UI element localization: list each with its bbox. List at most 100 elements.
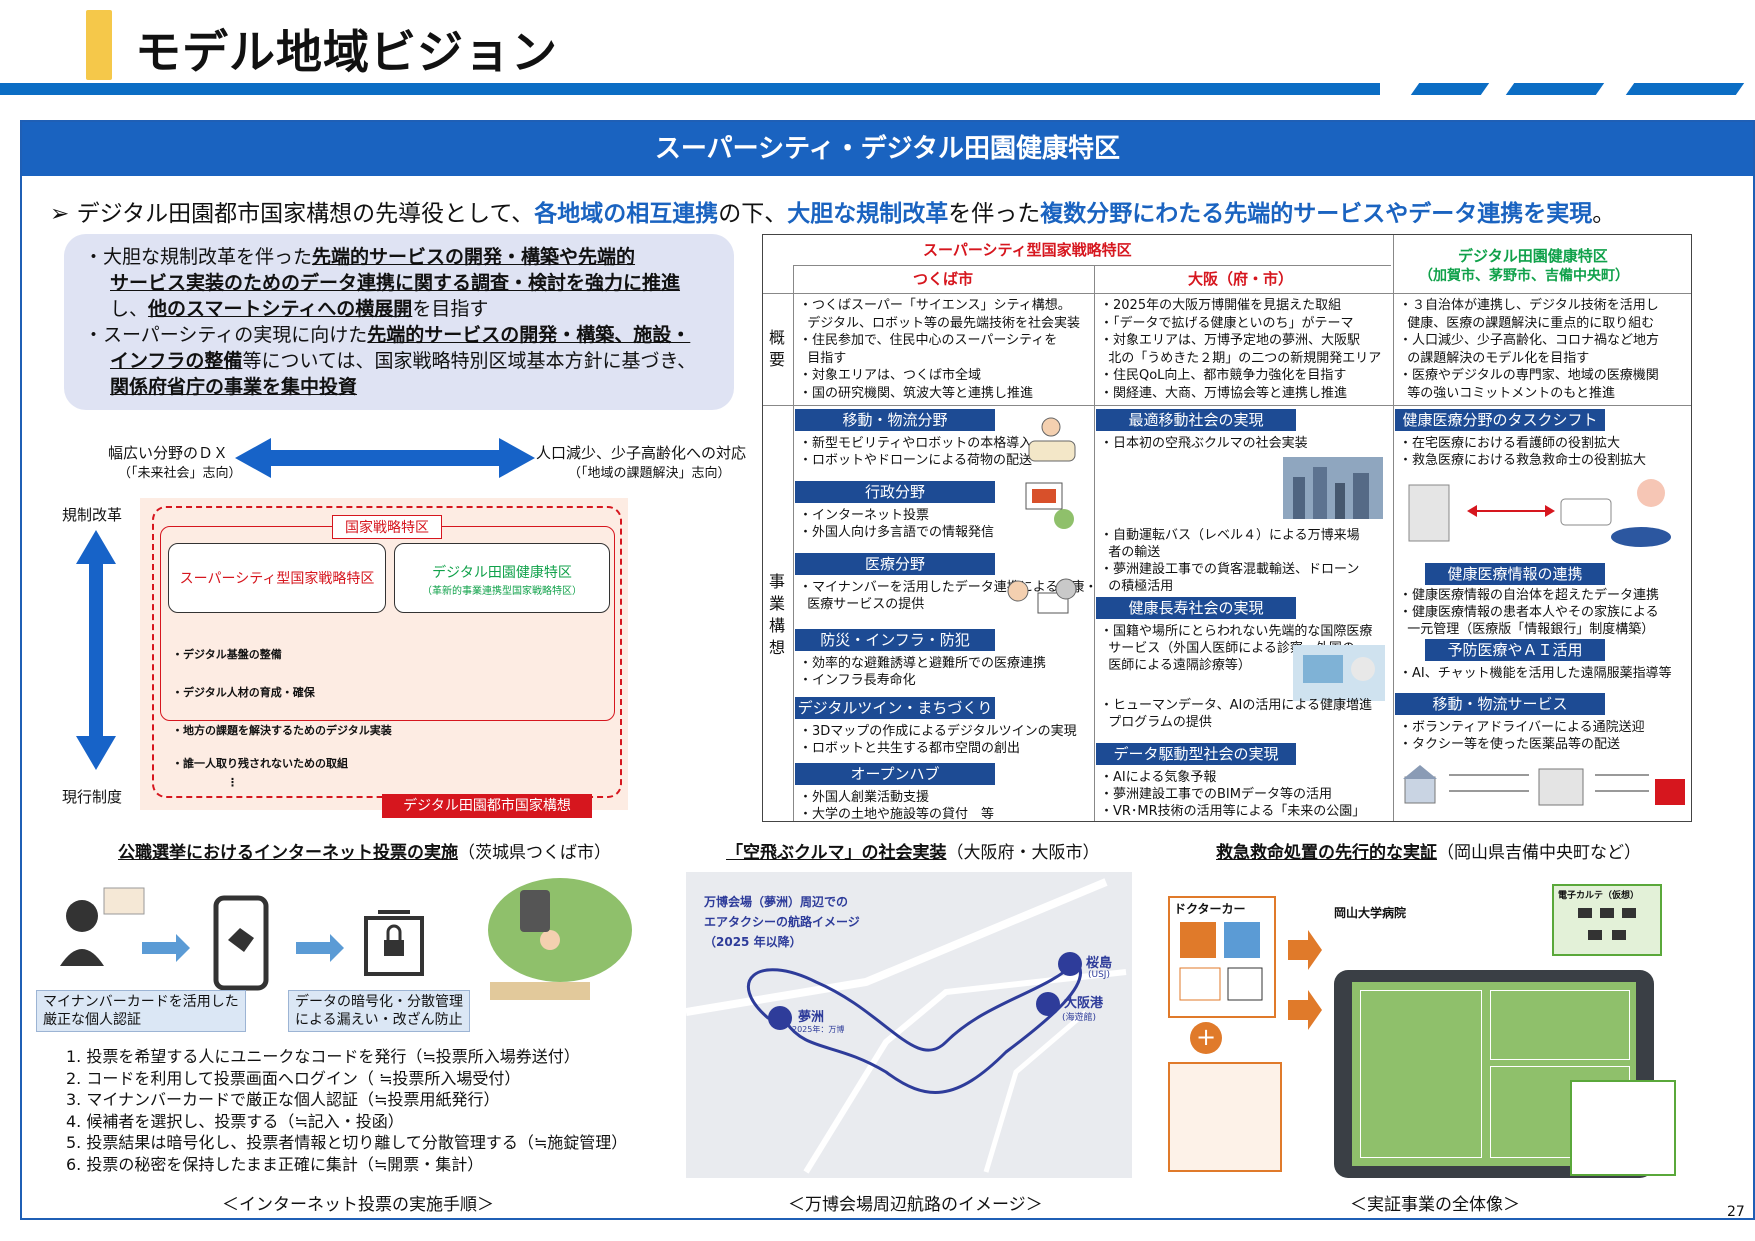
- tsukuba-section-title: 行政分野: [795, 481, 995, 503]
- telemedicine-icon: [1007, 578, 1077, 614]
- person-icon: [60, 900, 104, 966]
- logistics-illustration: [1403, 765, 1685, 806]
- col-divider: [793, 265, 794, 821]
- tsukuba-section-body: ・3Dマップの作成によるデジタルツインの実現 ・ロボットと共生する都市空間の創出: [799, 724, 1077, 756]
- emergency-title: 救急救命処置の先行的な実証（岡山県吉備中央町など）: [1216, 838, 1641, 863]
- my-number-card-icon: [103, 887, 145, 915]
- mobility-robot-icon: [1028, 417, 1076, 462]
- digital-health-label: デジタル田園健康特区: [432, 565, 572, 581]
- lead-bullet: ➢: [50, 201, 70, 227]
- lead-sentence: ➢ デジタル田園都市国家構想の先導役として、各地域の相互連携の下、大胆な規制改革…: [50, 194, 1615, 228]
- summary-emph: サービス実装のためのデータ連携に関する調査・検討を強力に推進: [110, 272, 681, 294]
- emergency-title-loc: （岡山県吉備中央町など）: [1437, 843, 1641, 863]
- summary-text: ・スーパーシティの実現に向けた: [84, 324, 368, 346]
- voting-title: 公職選挙におけるインターネット投票の実施（茨城県つくば市）: [118, 838, 611, 863]
- osaka-section-title: 最適移動社会の実現: [1096, 409, 1296, 431]
- page-title: モデル地域ビジョン: [135, 25, 558, 79]
- project-row-label: 事 業 構 想: [769, 572, 786, 657]
- tsukuba-section-body: ・外国人創業活動支援 ・大学の土地や施設等の貸付 等: [799, 790, 995, 822]
- osaka-section-title: データ駆動型社会の実現: [1096, 743, 1296, 765]
- super-city-box: スーパーシティ型国家戦略特区: [168, 543, 386, 613]
- flying-car-title: 「空飛ぶクルマ」の社会実装（大阪府・大阪市）: [726, 838, 1100, 863]
- digital-den-en-label: デジタル田園都市国家構想: [382, 794, 592, 818]
- digital-health-header: デジタル田園健康特区: [1458, 247, 1608, 265]
- personal-auth-label: マイナンバーカードを活用した 厳正な個人認証: [36, 990, 246, 1032]
- horizontal-double-arrow: [235, 438, 535, 478]
- osaka-header: 大阪（府・市）: [1188, 270, 1294, 288]
- osaka-section-body: ・国籍や場所にとらわれない先端的な国際医療 サービス（外国人医師による診察、外国…: [1100, 624, 1373, 673]
- regulatory-reform-label: 規制改革: [62, 506, 123, 524]
- summary-text: し、: [110, 298, 149, 320]
- digital-health-section-title: 移動・物流サービス: [1395, 693, 1605, 715]
- digital-health-section-body: ・在宅医療における看護師の役割拡大 ・救急医療における救急救命士の役割拡大: [1399, 436, 1647, 468]
- summary-emph: 先端的サービスの開発・構築や先端的: [312, 246, 636, 268]
- voting-title-loc: （茨城県つくば市）: [458, 843, 611, 863]
- lead-highlight: 各地域の相互連携: [534, 201, 719, 227]
- summary-emph: 他のスマートシティへの横展開: [148, 298, 413, 320]
- tsukuba-section-title: オープンハブ: [795, 763, 995, 785]
- summary-emph: 先端的サービスの開発・構築、施設・: [367, 324, 691, 346]
- digital-health-section-body: ・ボランティアドライバーによる通院送迎 ・タクシー等を使った医薬品等の配送: [1399, 720, 1645, 752]
- flying-car-title-main: 「空飛ぶクルマ」の社会実装: [726, 843, 947, 863]
- hospital-label: 岡山大学病院: [1334, 906, 1407, 920]
- osaka-port-label: 大阪港: [1064, 996, 1104, 1011]
- initiative-item: ・地方の課題を解決するためのデジタル実装: [172, 724, 392, 737]
- screen-panel-left: [1360, 990, 1482, 1158]
- tsukuba-section-title: 防災・インフラ・防犯: [795, 629, 995, 651]
- initiative-item: ・デジタル基盤の整備: [172, 648, 282, 661]
- initiative-item: ・デジタル人材の育成・確保: [172, 686, 315, 699]
- osaka-port-sublabel: (海遊館): [1062, 1013, 1097, 1023]
- voting-title-main: 公職選挙におけるインターネット投票の実施: [118, 843, 458, 863]
- remote-diagnosis-photo: [1293, 645, 1385, 701]
- population-sublabel: （「地域の課題解決」志向）: [568, 466, 731, 481]
- dx-sublabel: （「未来社会」志向）: [118, 466, 242, 481]
- population-label: 人口減少、少子高齢化への対応: [536, 444, 747, 462]
- header-stripe: [1410, 83, 1490, 95]
- content-frame: [20, 120, 1755, 1220]
- osaka-overview: ・2025年の大阪万博開催を見据えた取組 ・「データで拡げる健康といのち」がテー…: [1100, 298, 1382, 401]
- row-divider: [763, 293, 1691, 294]
- network-icon: [1578, 908, 1636, 940]
- encryption-label: データの暗号化・分散管理 による漏えい・改ざん防止: [288, 990, 470, 1032]
- yumeshima-sublabel: 2025年：万博: [792, 1025, 845, 1034]
- route-map: 万博会場（夢洲）周辺での エアタクシーの航路イメージ （2025 年以降） 夢洲…: [686, 872, 1132, 1178]
- emergency-diagram: ドクターカー + 岡山大学病院 電子カルテ（仮想）: [1164, 880, 1704, 1180]
- doctor-car-label: ドクターカー: [1174, 902, 1246, 916]
- summary-emph: インフラの整備: [110, 350, 243, 372]
- yumeshima-label: 夢洲: [798, 1010, 825, 1025]
- screen-panel-right: [1490, 990, 1630, 1060]
- flow-arrow: [142, 934, 190, 962]
- plus-icon: +: [1190, 1022, 1222, 1054]
- col-divider: [1393, 235, 1394, 821]
- digital-health-sublabel: （革新的事業連携型国家戦略特区）: [422, 586, 582, 597]
- voting-flow: [60, 887, 424, 991]
- lead-text: を伴った: [948, 201, 1041, 227]
- digital-health-subheader: （加賀市、茅野市、吉備中央町）: [1419, 268, 1629, 284]
- orange-arrows: [1288, 930, 1322, 1030]
- sakurajima-sublabel: (USJ): [1088, 970, 1110, 980]
- kokka-label: 国家戦略特区: [332, 515, 442, 539]
- section-banner: スーパーシティ・デジタル田園健康特区: [22, 122, 1753, 176]
- title-accent-bar: [86, 10, 112, 80]
- dx-label: 幅広い分野のＤＸ: [108, 444, 229, 462]
- row-divider: [793, 265, 1391, 266]
- vertical-double-arrow: [76, 530, 116, 770]
- doctor-car-icons: [1179, 922, 1263, 1001]
- emergency-title-main: 救急救命処置の先行的な実証: [1216, 843, 1437, 863]
- devices-box: [1168, 1062, 1282, 1172]
- ekarte-box: [1552, 884, 1662, 956]
- osaka-section-body: ・AIによる気象予報 ・夢洲建設工事でのBIMデータ等の活用 ・VR･MR技術の…: [1100, 770, 1366, 819]
- page-number: 27: [1727, 1204, 1745, 1220]
- tsukuba-section-title: 医療分野: [795, 553, 995, 575]
- initiative-list: ・デジタル基盤の整備 ・デジタル人材の育成・確保 ・地方の課題を解決するためのデ…: [172, 636, 392, 788]
- summary-text: 等については、国家戦略特別区域基本方針に基づき、: [242, 350, 697, 372]
- ekarte-label: 電子カルテ（仮想）: [1558, 891, 1640, 901]
- emergency-caption: ＜実証事業の全体像＞: [1350, 1195, 1520, 1215]
- digital-health-section-title: 健康医療分野のタスクシフト: [1395, 409, 1605, 431]
- tablet-pc-box: [1570, 1080, 1676, 1176]
- digital-health-section-body: ・健康医療情報の自治体を超えたデータ連携 ・健康医療情報の患者本人やその家族によ…: [1399, 588, 1660, 637]
- row-divider: [763, 405, 1691, 406]
- digital-health-overview: ・３自治体が連携し、デジタル技術を活用し 健康、医療の課題解決に重点的に取り組む…: [1399, 298, 1660, 401]
- flow-arrow: [296, 934, 344, 962]
- osaka-section-body: ・ヒューマンデータ、AIの活用による健康増進 プログラムの提供: [1100, 698, 1372, 730]
